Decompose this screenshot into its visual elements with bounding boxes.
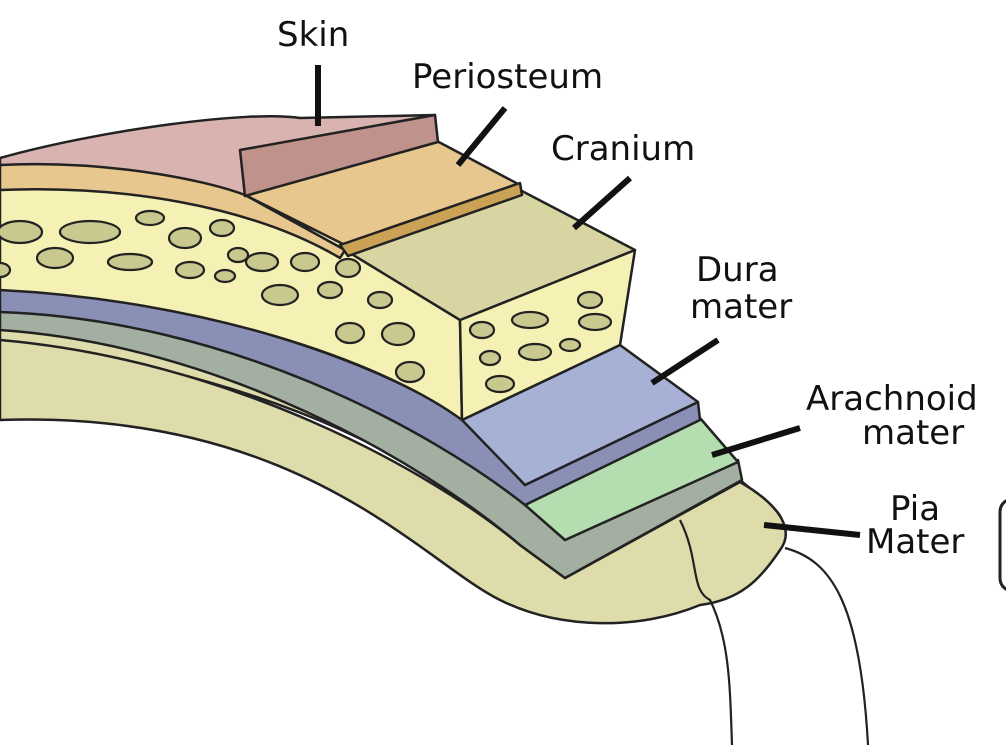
dura-leader [652,340,718,383]
label-periosteum: Periosteum [412,57,603,97]
label-arachnoid-line2: mater [862,413,964,453]
label-cranium: Cranium [551,129,695,169]
label-dura-line2: mater [690,287,792,327]
arachnoid-leader [712,428,800,455]
clipped-panel-edge [1000,500,1006,590]
brain-curve-2 [785,548,868,745]
label-skin: Skin [277,15,349,55]
cranium-leader [574,178,630,228]
label-dura-line1: Dura [696,250,779,290]
periosteum-leader [458,108,505,165]
label-pia-line2: Mater [866,522,964,562]
